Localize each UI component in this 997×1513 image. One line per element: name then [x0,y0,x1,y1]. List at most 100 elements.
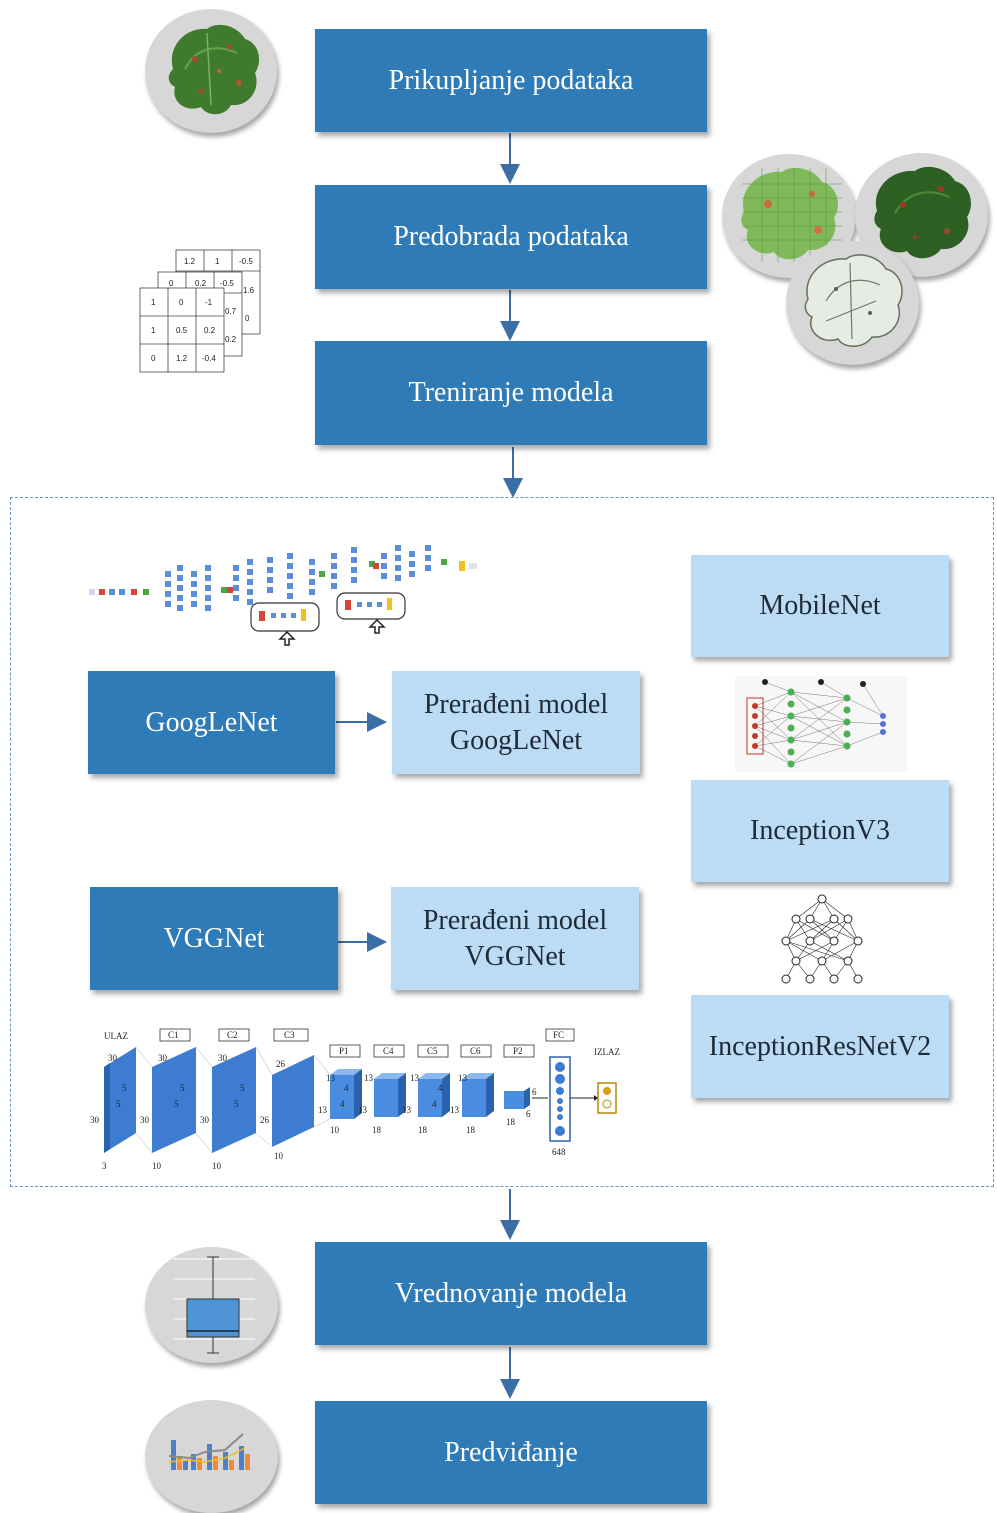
matrix-back-cell: 1.6 [243,286,255,295]
matrix-front-cell: 0 [151,354,156,363]
cnn-dim: 13 [450,1105,460,1115]
dense-network-icon [735,676,907,772]
layer-label-c4: C4 [383,1046,394,1056]
cnn-dim: 10 [212,1161,222,1171]
augmented-leaf-gray-icon [786,241,919,365]
modified-googlenet-box: Prerađeni model GoogLeNet [392,671,640,774]
googlenet-label: GoogLeNet [145,706,278,738]
modified-vggnet-label-line1: Prerađeni model [422,904,608,936]
cnn-dim: 30 [218,1053,228,1063]
layer-label-c6: C6 [470,1046,481,1056]
mobilenet-label: MobileNet [759,590,881,622]
cnn-dim: 13 [326,1073,336,1083]
layer-label-c5: C5 [427,1046,438,1056]
boxplot-icon [145,1247,278,1363]
cnn-dim: 30 [140,1115,150,1125]
matrix-front-cell: 1.2 [176,354,188,363]
cnn-dim: 18 [506,1117,516,1127]
cnn-dim: 13 [364,1073,374,1083]
cnn-dim: 4 [438,1083,443,1093]
step-data-preprocessing: Predobrada podataka [315,185,707,289]
cnn-dim: 4 [432,1099,437,1109]
matrix-mid-cell: 0.2 [195,279,207,288]
step-model-evaluation: Vrednovanje modela [315,1242,707,1345]
cnn-dim: 5 [234,1099,239,1109]
cnn-dim: 6 [526,1109,531,1119]
step-model-training-label: Treniranje modela [408,377,614,409]
cnn-dim: 5 [240,1083,245,1093]
cnn-dim: 10 [330,1125,340,1135]
models-panel [10,497,994,1187]
googlenet-architecture-icon [89,545,477,646]
layer-label-c1: C1 [168,1030,179,1040]
leaf-photo-icon [145,9,277,133]
layer-label-output: IZLAZ [594,1047,620,1057]
matrix-back-cell: 1 [215,257,220,266]
cnn-dim: 648 [552,1147,566,1157]
cnn-dim: 30 [158,1053,168,1063]
cnn-architecture-diagram: ULAZ C1 C2 C3 P1 C4 C5 C6 P2 FC IZLAZ [90,1028,620,1171]
neural-network-icon [781,894,863,984]
matrix-mid-cell: -0.5 [220,279,234,288]
cnn-dim: 6 [532,1087,537,1097]
cnn-dim: 13 [358,1105,368,1115]
inceptionv3-label: InceptionV3 [750,815,890,847]
matrix-front-cell: 0.2 [204,326,216,335]
matrix-front-cell: 0.5 [176,326,188,335]
mobilenet-box: MobileNet [691,555,949,657]
matrix-mid-cell: 0.7 [225,307,237,316]
cnn-dim: 18 [466,1125,476,1135]
step-prediction: Predviđanje [315,1401,707,1504]
layer-label-p1: P1 [339,1046,349,1056]
cnn-dim: 4 [344,1083,349,1093]
cnn-dim: 13 [402,1105,412,1115]
step-model-training: Treniranje modela [315,341,707,445]
step-data-collection: Prikupljanje podataka [315,29,707,132]
cnn-dim: 5 [174,1099,179,1109]
inceptionv3-box: InceptionV3 [691,780,949,882]
cnn-dim: 26 [276,1059,286,1069]
layer-label-p2: P2 [513,1046,523,1056]
bar-chart-icon [145,1400,278,1513]
cnn-dim: 18 [372,1125,382,1135]
cnn-dim: 26 [260,1115,270,1125]
cnn-dim: 10 [274,1151,284,1161]
vggnet-box: VGGNet [90,887,338,990]
matrix-back-cell: -0.5 [239,257,253,266]
cnn-dim: 30 [200,1115,210,1125]
inceptionresnetv2-label: InceptionResNetV2 [708,1030,932,1062]
cnn-dim: 10 [152,1161,162,1171]
step-prediction-label: Predviđanje [444,1436,578,1468]
vggnet-label: VGGNet [163,922,265,954]
cnn-dim: 30 [90,1115,100,1125]
modified-googlenet-label-line2: GoogLeNet [449,724,583,756]
cnn-dim: 5 [180,1083,185,1093]
cnn-dim: 18 [418,1125,428,1135]
layer-label-input: ULAZ [104,1031,128,1041]
step-model-evaluation-label: Vrednovanje modela [394,1277,628,1309]
step-data-collection-label: Prikupljanje podataka [388,64,634,96]
cnn-dim: 5 [116,1099,121,1109]
step-data-preprocessing-label: Predobrada podataka [393,221,629,253]
modified-googlenet-label-line1: Prerađeni model [423,688,609,720]
matrix-front-cell: 1 [151,298,156,307]
matrix-front-cell: 1 [151,326,156,335]
inceptionresnetv2-box: InceptionResNetV2 [691,995,949,1098]
modified-vggnet-box: Prerađeni model VGGNet [391,887,639,990]
cnn-dim: 5 [122,1083,127,1093]
matrix-back-cell: 1.2 [184,257,196,266]
matrix-mid-cell: 0.2 [225,335,237,344]
cnn-dim: 30 [108,1053,118,1063]
cnn-dim: 13 [318,1105,328,1115]
layer-label-fc: FC [553,1030,564,1040]
cnn-dim: 3 [102,1161,107,1171]
modified-vggnet-label-line2: VGGNet [464,940,566,972]
matrix-back-cell: 0 [245,314,250,323]
cnn-dim: 13 [410,1073,420,1083]
matrix-mid-cell: 0 [169,279,174,288]
matrix-front-cell: -0.4 [202,354,216,363]
data-matrix-icon: 1.2 1 -0.5 1.6 0 0 0.2 -0.5 0.7 0.2 1 0 … [139,249,261,373]
matrix-front-cell: 0 [179,298,184,307]
layer-label-c3: C3 [284,1030,295,1040]
